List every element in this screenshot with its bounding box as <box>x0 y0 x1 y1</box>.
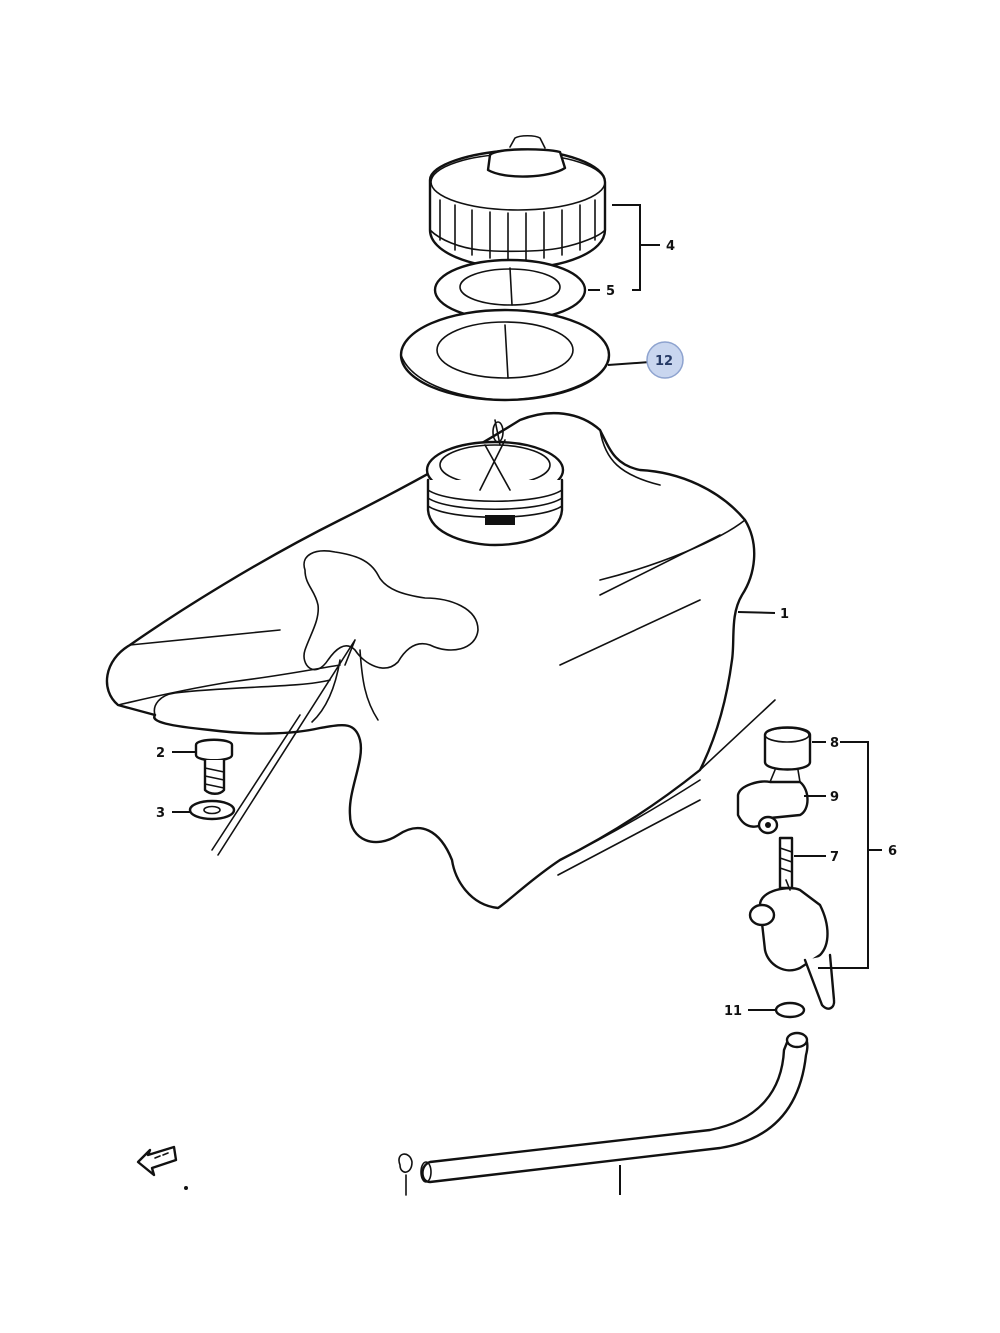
front-direction-arrow-icon <box>136 1145 188 1190</box>
fuel-tank <box>105 411 756 910</box>
mounting-bolt <box>194 738 234 795</box>
leader-lines <box>172 204 882 1011</box>
callout-12-highlight <box>646 341 684 379</box>
fuel-valve-assembly <box>736 726 836 1010</box>
hose-clamp <box>398 1153 413 1196</box>
callout-7[interactable]: 7 <box>830 850 839 865</box>
callout-6[interactable]: 6 <box>888 844 897 859</box>
callout-2[interactable]: 2 <box>156 746 165 761</box>
callout-9[interactable]: 9 <box>830 790 839 805</box>
washer <box>188 799 236 821</box>
callout-5[interactable]: 5 <box>606 284 615 299</box>
fuel-cap <box>428 134 607 270</box>
callout-3[interactable]: 3 <box>156 806 165 821</box>
callout-1[interactable]: 1 <box>780 607 789 622</box>
callout-8[interactable]: 8 <box>830 736 839 751</box>
callout-12[interactable]: 12 <box>655 354 673 369</box>
callout-4[interactable]: 4 <box>666 239 675 254</box>
callout-11[interactable]: 11 <box>724 1004 742 1019</box>
fuel-hose <box>420 1031 809 1184</box>
filler-cap-seal <box>399 308 611 402</box>
callout-labels: 4 5 12 1 2 3 8 9 7 6 11 <box>156 239 897 1019</box>
